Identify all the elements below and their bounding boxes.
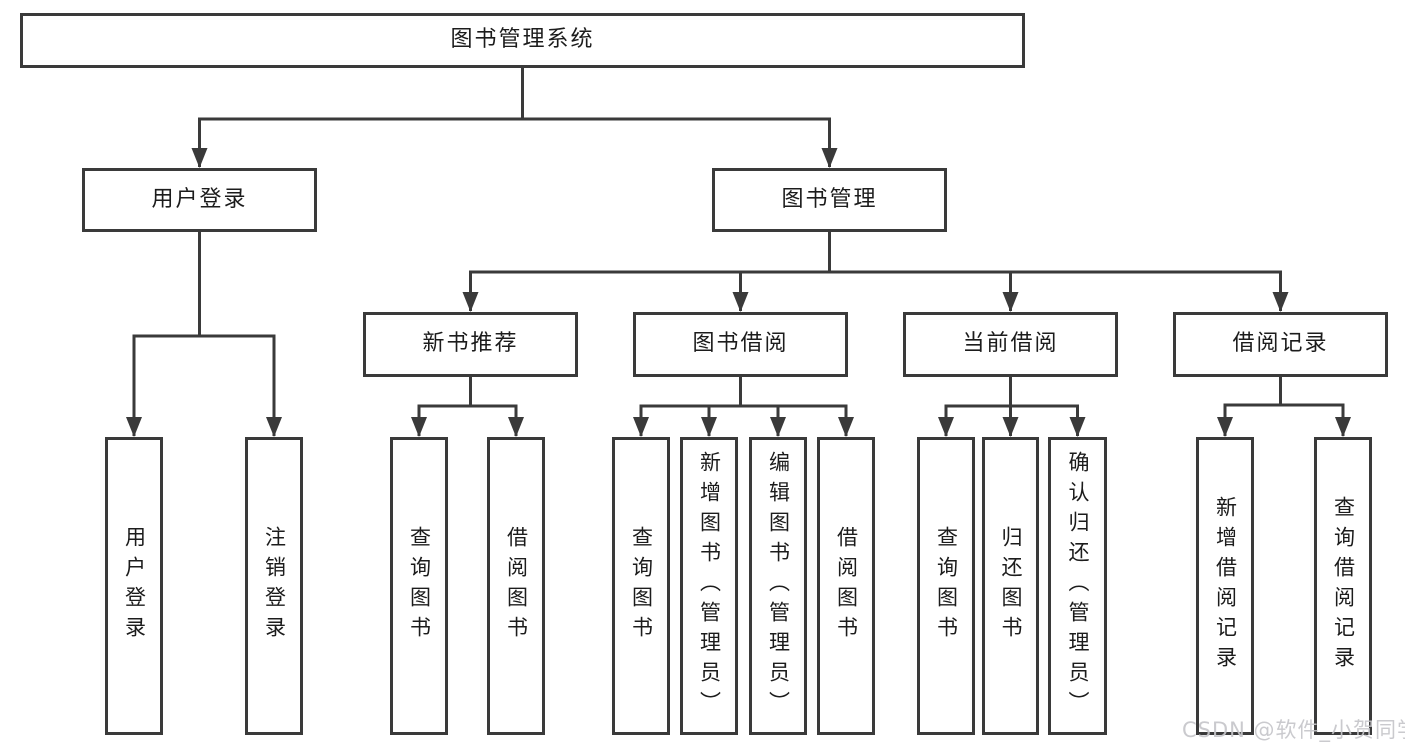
node-label-logout: 注销登录 (262, 526, 287, 646)
watermark: CSDN @软件_小贺同学 (1182, 718, 1405, 742)
node-label-bb-edit-books: 编辑图书（管理员） (766, 451, 791, 721)
node-user-login: 用户登录 (82, 168, 317, 232)
node-logout: 注销登录 (245, 437, 303, 735)
node-bb-add-books: 新增图书（管理员） (680, 437, 738, 735)
node-label-bb-borrow-books: 借阅图书 (834, 526, 859, 646)
node-br-add-record: 新增借阅记录 (1196, 437, 1254, 735)
node-rec-query-books: 查询图书 (390, 437, 448, 735)
node-label-user-login: 用户登录 (151, 186, 248, 212)
node-label-borrowing-records: 借阅记录 (1232, 331, 1329, 357)
node-label-system: 图书管理系统 (450, 27, 595, 53)
node-bb-edit-books: 编辑图书（管理员） (749, 437, 807, 735)
node-label-book-mgmt: 图书管理 (781, 186, 878, 212)
node-label-cb-query-books: 查询图书 (934, 526, 959, 646)
node-bb-query-books: 查询图书 (612, 437, 670, 735)
node-book-borrowing: 图书借阅 (633, 312, 848, 377)
node-cb-confirm-return: 确认归还（管理员） (1048, 437, 1107, 735)
node-cb-query-books: 查询图书 (917, 437, 975, 735)
node-label-br-add-record: 新增借阅记录 (1213, 496, 1238, 676)
node-system: 图书管理系统 (20, 13, 1025, 68)
node-cb-return-books: 归还图书 (982, 437, 1039, 735)
node-label-cb-confirm-return: 确认归还（管理员） (1066, 451, 1090, 721)
node-label-book-borrowing: 图书借阅 (692, 331, 789, 357)
node-label-bb-query-books: 查询图书 (629, 526, 654, 646)
node-label-br-query-record: 查询借阅记录 (1331, 496, 1356, 676)
node-bb-borrow-books: 借阅图书 (817, 437, 875, 735)
node-book-mgmt: 图书管理 (712, 168, 947, 232)
node-label-new-book-rec: 新书推荐 (422, 331, 519, 357)
node-label-rec-query-books: 查询图书 (407, 526, 432, 646)
node-borrowing-records: 借阅记录 (1173, 312, 1388, 377)
node-login: 用户登录 (105, 437, 163, 735)
node-label-bb-add-books: 新增图书（管理员） (697, 451, 722, 721)
node-label-current-borrowing: 当前借阅 (962, 331, 1059, 357)
node-current-borrowing: 当前借阅 (903, 312, 1118, 377)
node-br-query-record: 查询借阅记录 (1314, 437, 1372, 735)
node-label-cb-return-books: 归还图书 (999, 526, 1023, 646)
node-label-login: 用户登录 (122, 526, 147, 646)
node-new-book-rec: 新书推荐 (363, 312, 578, 377)
node-label-rec-borrow-books: 借阅图书 (504, 526, 529, 646)
node-rec-borrow-books: 借阅图书 (487, 437, 545, 735)
